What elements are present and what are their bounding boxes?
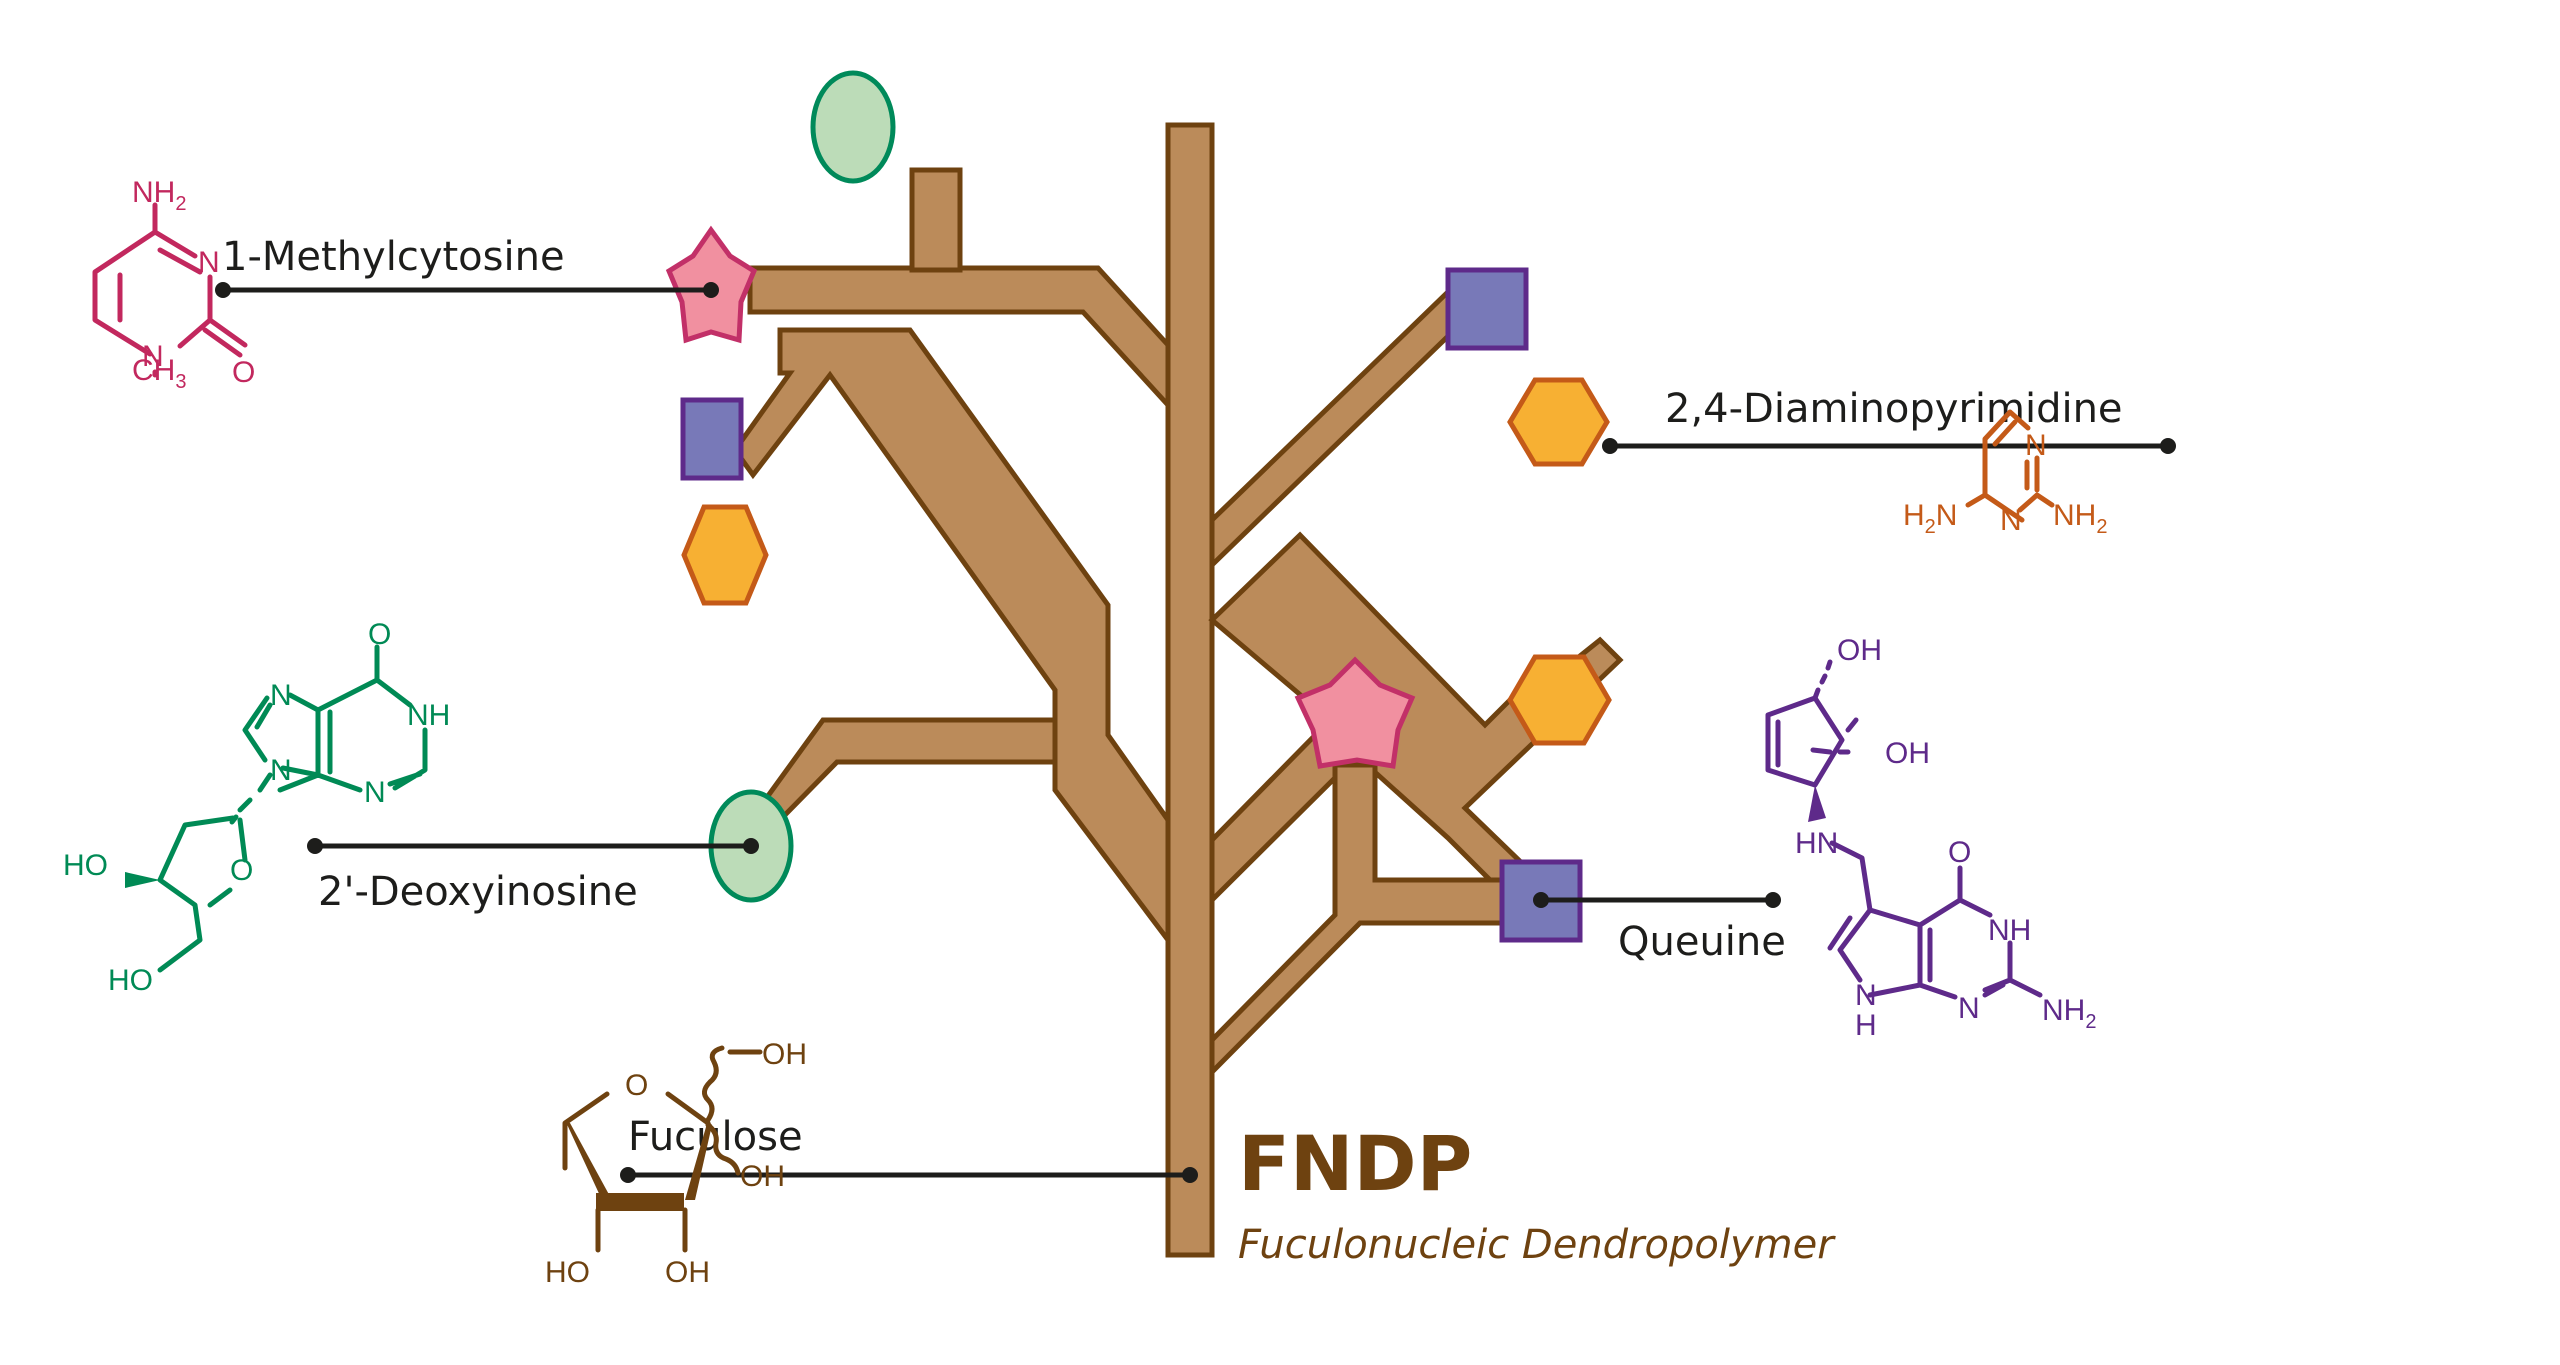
structure-deoxyinosine: O NH N N N HO O HO <box>63 618 450 997</box>
structure-diaminopyrimidine: N N H2N NH2 <box>1903 409 2107 538</box>
branch-lower-left <box>761 717 1058 824</box>
atom-n1: N <box>142 340 164 373</box>
atom-h2n: H2N <box>1903 499 1957 538</box>
stem-top-circle <box>909 167 963 273</box>
atom-ring-o: O <box>230 854 253 887</box>
leader-endpoint <box>1182 1167 1198 1183</box>
atom-n3: N <box>364 776 386 809</box>
atom-nh2: NH2 <box>132 176 186 215</box>
atom-n3: N <box>198 246 220 279</box>
atom-n: N <box>1958 992 1980 1025</box>
dendropolymer-tree <box>731 122 1624 1258</box>
atom-ho-bottom-left: HO <box>545 1256 590 1289</box>
atom-pyrrole-n: N <box>1855 979 1877 1012</box>
label-queuine: Queuine <box>1618 919 1786 965</box>
atom-oh-1: OH <box>1837 634 1882 667</box>
leader-endpoint <box>307 838 323 854</box>
structure-queuine: OH OH HN O NH N N H NH2 <box>1765 634 2096 1042</box>
leader-endpoint <box>743 838 759 854</box>
annotation-queuine: Queuine <box>1533 892 1786 965</box>
annotation-deoxyinosine: 2'-Deoxyinosine <box>307 838 759 915</box>
atom-oh-mid: OH <box>740 1160 785 1193</box>
structure-fuculose: O OH OH HO OH <box>545 1038 807 1289</box>
atom-pyrrole-h: H <box>1855 1009 1877 1042</box>
atom-n9: N <box>270 754 292 787</box>
star-monomer-lower <box>1294 656 1416 769</box>
atom-n7: N <box>270 679 292 712</box>
atom-ring-o: O <box>625 1069 648 1102</box>
circle-monomer-top <box>810 70 896 184</box>
atom-o: O <box>368 618 391 651</box>
branch-upper-right <box>1209 286 1479 571</box>
hexagon-monomer-diaminopyrimidine <box>1507 377 1610 467</box>
atom-oh-top: OH <box>762 1038 807 1071</box>
square-monomer-left <box>680 397 744 481</box>
branch-mid-left <box>731 327 1171 948</box>
atom-ch3: CH3 <box>132 354 186 393</box>
atom-ho-2: HO <box>108 964 153 997</box>
leader-endpoint <box>1533 892 1549 908</box>
atom-oh-2: OH <box>1885 737 1930 770</box>
atom-nh2: NH2 <box>2042 994 2096 1033</box>
atom-n3: N <box>2000 504 2022 537</box>
square-monomer-top-right <box>1445 267 1529 351</box>
label-methylcytosine: 1-Methylcytosine <box>222 234 565 280</box>
leader-endpoint <box>703 282 719 298</box>
atom-nh: NH <box>407 699 450 732</box>
hexagon-monomer-bottom-right <box>1507 654 1612 746</box>
atom-ho-1: HO <box>63 849 108 882</box>
leader-endpoint <box>2160 438 2176 454</box>
title-fndp: FNDP <box>1238 1119 1472 1208</box>
atom-n1: N <box>2025 429 2047 462</box>
atom-o: O <box>1948 836 1971 869</box>
leader-endpoint <box>1602 438 1618 454</box>
annotation-diaminopyrimidine: 2,4-Diaminopyrimidine <box>1602 386 2176 454</box>
atom-nh: NH <box>1988 914 2031 947</box>
annotation-methylcytosine: 1-Methylcytosine <box>215 234 719 298</box>
hexagon-monomer-left <box>681 504 769 606</box>
atom-oh-bottom-right: OH <box>665 1256 710 1289</box>
label-deoxyinosine: 2'-Deoxyinosine <box>318 869 638 915</box>
atom-nh2: NH2 <box>2053 499 2107 538</box>
leader-endpoint <box>1765 892 1781 908</box>
structure-methylcytosine: NH2 N N O CH3 <box>92 176 255 393</box>
label-diaminopyrimidine: 2,4-Diaminopyrimidine <box>1665 386 2123 432</box>
trunk <box>1165 122 1215 1258</box>
branch-lower-right <box>1209 762 1518 1079</box>
leader-endpoint <box>215 282 231 298</box>
subtitle: Fuculonucleic Dendropolymer <box>1238 1222 1836 1268</box>
leader-endpoint <box>620 1167 636 1183</box>
atom-hn: HN <box>1795 827 1838 860</box>
atom-o: O <box>232 356 255 389</box>
